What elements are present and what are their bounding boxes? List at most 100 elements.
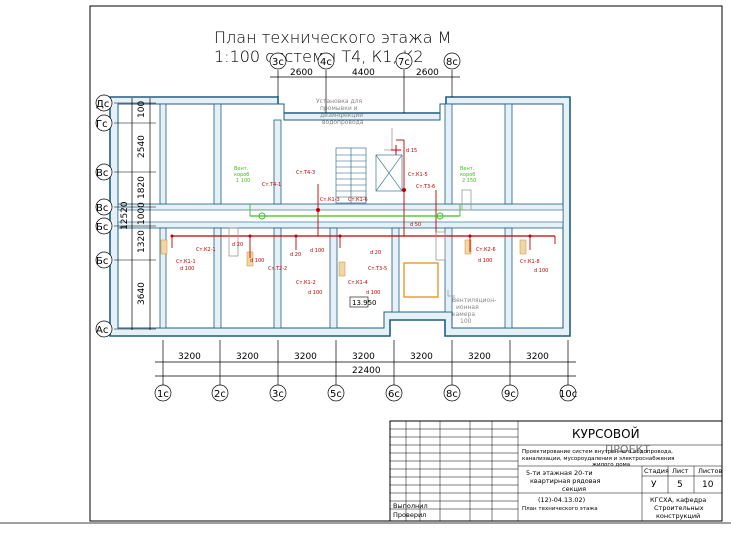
axis-8c: 8с xyxy=(446,389,458,400)
axis-bc-lower: Бс xyxy=(96,256,108,267)
stamp-building-2: квартирная рядовая xyxy=(530,477,601,485)
stamp-project-line1: Проектирование систем внутреннего водопр… xyxy=(522,449,673,455)
stamp-list: 5 xyxy=(677,480,683,490)
dim-top-1: 2600 xyxy=(290,68,313,78)
dim-bottom-6: 3200 xyxy=(468,352,491,362)
vent-room-note-4: 100 xyxy=(460,318,472,325)
dim-left-6: 3640 xyxy=(137,282,147,305)
axis-10c: 10с xyxy=(559,389,577,400)
stamp-org-1: КГСХА, кафедра xyxy=(650,496,706,504)
annotations: Установка для промывки и дезинфекции вод… xyxy=(176,98,548,325)
pipe-d100-2: d 100 xyxy=(250,258,264,264)
duct xyxy=(228,227,239,257)
column xyxy=(213,227,222,329)
left-axes: Дс Гс Вс Вс Бс Бс Ас 100 2540 1820 1000 … xyxy=(95,94,156,338)
stamp-vypolnil: Выполнил xyxy=(393,502,428,510)
axis-2c: 2с xyxy=(214,389,226,400)
column xyxy=(159,227,167,329)
riser-st-t3-5: Ст.Т3-5 xyxy=(368,266,387,272)
duct xyxy=(435,231,446,261)
elevation-mark: 13.950 xyxy=(352,299,377,307)
stamp-project-line2: канализации, мусороудаления и электросна… xyxy=(522,456,674,462)
pipe-d100-5: d 100 xyxy=(366,290,380,296)
dim-left-total: 12520 xyxy=(120,201,130,230)
sanitary-block xyxy=(160,239,168,255)
plan-title-line2: 1:100 системы Т4, К1, К2 xyxy=(214,47,424,66)
stamp-listov-header: Листов xyxy=(698,467,722,475)
column xyxy=(444,103,453,205)
dim-bottom-total: 22400 xyxy=(352,366,381,376)
dim-top-2: 4400 xyxy=(352,68,375,78)
riser-st-k1-6: Ст.К1-6 xyxy=(348,197,368,203)
riser-st-k1-3: Ст.К1-3 xyxy=(320,197,340,203)
dim-bottom-3: 3200 xyxy=(294,352,317,362)
vent2-note-3: 2 150 xyxy=(462,178,476,184)
pipe-d100-7: d 100 xyxy=(534,268,548,274)
dim-bottom-5: 3200 xyxy=(410,352,433,362)
axis-vc: Вс xyxy=(96,203,108,214)
stamp-building-1: 5-ти этажная 20-ти xyxy=(526,469,593,477)
axis-5c: 5с xyxy=(330,389,342,400)
axis-1c: 1с xyxy=(157,389,169,400)
riser-st-k1-2: Ст.К1-2 xyxy=(296,280,316,286)
dim-bottom-7: 3200 xyxy=(526,352,549,362)
pipe-d20-1: d 20 xyxy=(232,242,243,248)
pipe-d20-2: d 20 xyxy=(290,252,301,258)
riser-st-k2-1: Ст.К2-1 xyxy=(196,247,216,253)
axis-8c-top: 8с xyxy=(446,57,458,68)
pipe-d100-6: d 100 xyxy=(478,258,492,264)
stamp-building-3: секция xyxy=(562,485,586,493)
riser-st-k2-6: Ст.К2-6 xyxy=(476,247,496,253)
stamp-sheet-title: План технического этажа xyxy=(522,506,598,512)
column xyxy=(213,103,222,205)
pipe-d100-1: d 100 xyxy=(180,266,194,272)
stamp-org-3: конструкций xyxy=(656,512,700,520)
axis-7c-top: 7с xyxy=(398,57,410,68)
vent1-note-1: Вент. xyxy=(234,166,249,172)
vent2-note-1: Вент. xyxy=(460,166,475,172)
column xyxy=(273,119,282,205)
riser-st-t4-1: Ст.Т4-1 xyxy=(262,182,281,188)
riser-st-k1-5: Ст.К1-5 xyxy=(408,172,428,178)
stamp-project-line3: жилого дома xyxy=(592,462,630,468)
column xyxy=(504,103,513,205)
axis-4c-top: 4с xyxy=(320,57,332,68)
column xyxy=(504,227,513,329)
axis-bc: Бс xyxy=(96,222,108,233)
dim-left-1: 100 xyxy=(137,101,147,118)
sanitary-block xyxy=(519,239,527,255)
title-block: КУРСОВОЙ ПРОЕКТ Проектирование систем вн… xyxy=(389,420,723,522)
stamp-list-header: Лист xyxy=(672,467,689,475)
vent-room-note-3: камера xyxy=(452,311,475,318)
riser-st-k1-4: Ст.К1-4 xyxy=(348,280,368,286)
installation-note-2: промывки и xyxy=(320,105,358,112)
riser-st-t2-2: Ст.Т2-2 xyxy=(268,266,287,272)
dim-top-3: 2600 xyxy=(416,68,439,78)
vent-room-note-1: Вентиляцион- xyxy=(452,297,496,304)
dim-left-3: 1820 xyxy=(137,176,147,199)
axis-9c: 9с xyxy=(504,389,516,400)
dim-left-5: 1320 xyxy=(137,230,147,253)
vent-room-note-2: ионная xyxy=(456,304,479,311)
pipe-d100-3: d 100 xyxy=(308,290,322,296)
vent2-note-2: короб xyxy=(460,172,475,178)
dim-left-2: 2540 xyxy=(137,135,147,158)
duct xyxy=(461,189,472,211)
axis-vc-upper: Вс xyxy=(96,168,108,179)
riser-st-t4-3: Ст.Т4-3 xyxy=(296,170,315,176)
vent-chamber xyxy=(403,262,439,298)
stamp-org-2: Строительных xyxy=(654,504,704,512)
sanitary-block xyxy=(464,239,472,255)
stair xyxy=(335,147,403,204)
pipe-d50: d 50 xyxy=(410,222,421,228)
installation-note-1: Установка для xyxy=(316,98,362,105)
vent1-note-3: 1 100 xyxy=(236,178,250,184)
riser-st-k1-1: Ст.К1-1 xyxy=(176,259,196,265)
plan-title-line1: План технического этажа М xyxy=(214,28,451,47)
dim-bottom-4: 3200 xyxy=(352,352,375,362)
bottom-axes: 1с 2с 3с 5с 6с 8с 9с 10с 3200 3200 3200 … xyxy=(154,340,577,402)
stamp-stadia: У xyxy=(651,480,657,490)
riser-st-k1-8: Ст.К1-8 xyxy=(520,259,540,265)
stamp-proveril: Проверил xyxy=(393,511,426,519)
